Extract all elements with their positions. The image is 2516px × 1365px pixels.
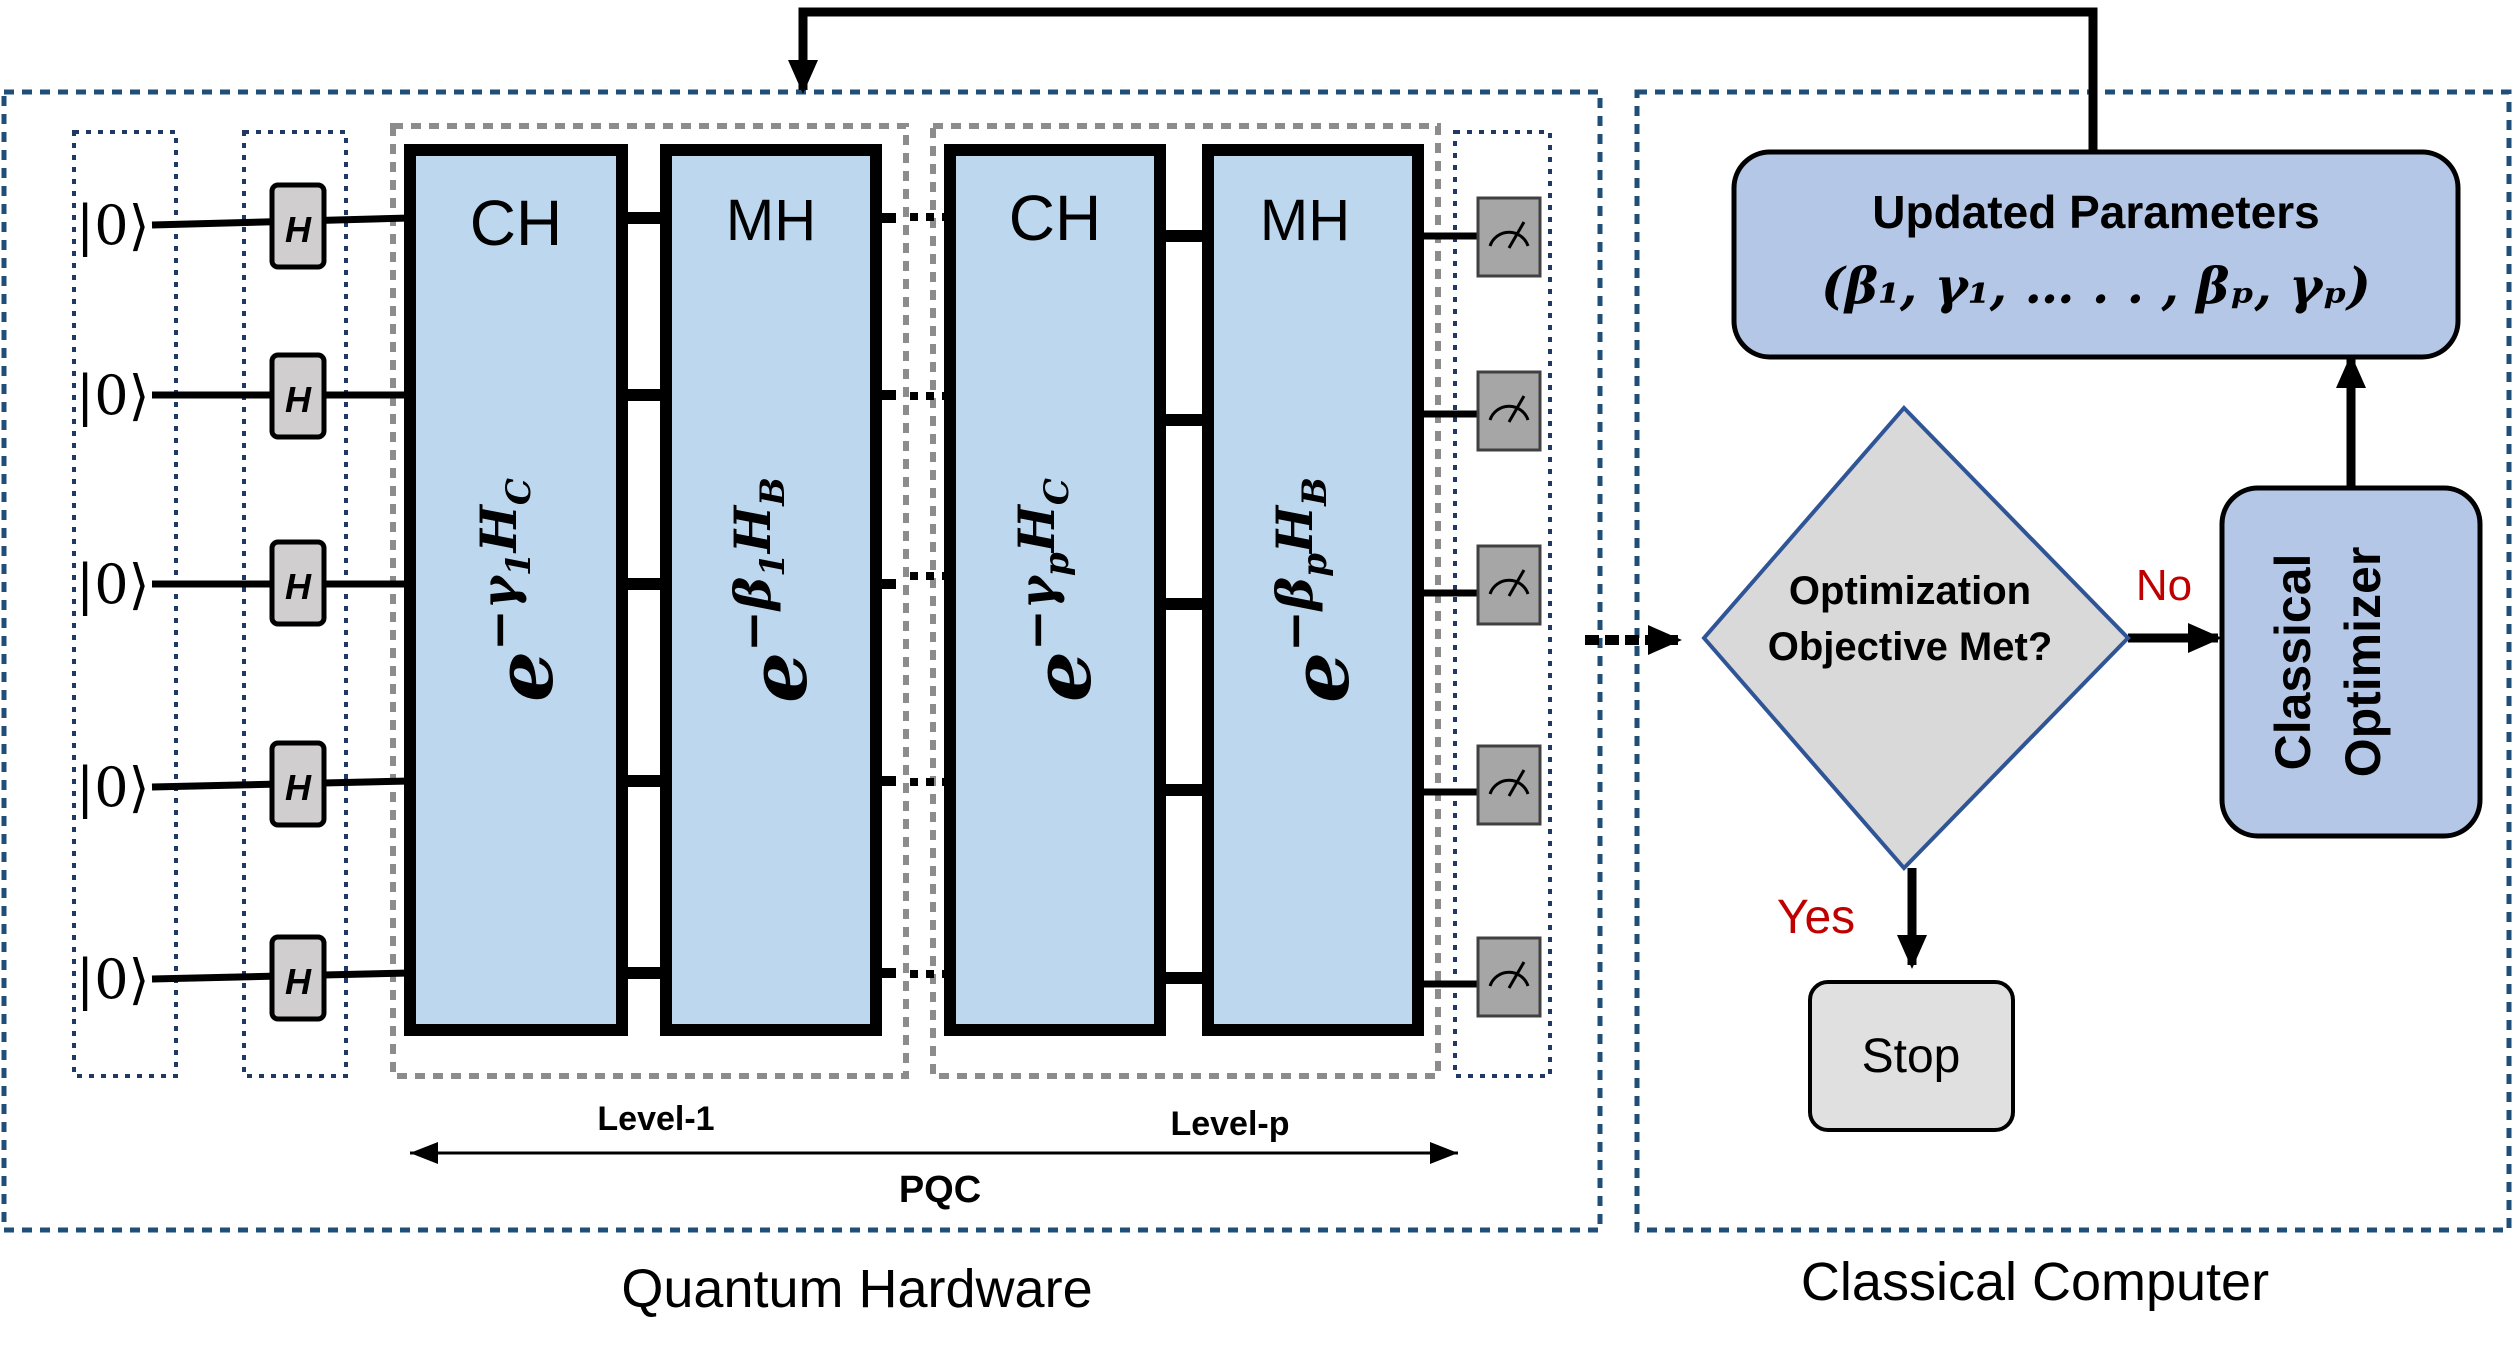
ket-2: |0⟩ bbox=[76, 553, 150, 616]
level-1-label: Level-1 bbox=[597, 1100, 714, 1138]
meter-icon bbox=[1476, 370, 1542, 452]
classical-optimizer-box: Classical Optimizer bbox=[2219, 485, 2483, 839]
decision-line-1: Optimization bbox=[1789, 569, 2031, 613]
ket-labels: |0⟩ |0⟩ |0⟩ |0⟩ |0⟩ bbox=[76, 194, 150, 1011]
feedback-arrow bbox=[788, 7, 2098, 150]
svg-text:H: H bbox=[285, 566, 312, 607]
updated-parameters-box: Updated Parameters (β₁, γ₁, … . . , βₚ, … bbox=[1731, 149, 2461, 360]
measurement-column-frame bbox=[1453, 130, 1552, 1078]
hadamard-gate: H bbox=[269, 934, 327, 1022]
block-mh-1: MH e−β1HB bbox=[660, 144, 882, 1036]
hadamard-gate: H bbox=[269, 740, 327, 828]
wires-ch1-mh1 bbox=[622, 212, 666, 979]
optimizer-line-1: Classical bbox=[2265, 554, 2321, 771]
svg-text:H: H bbox=[285, 379, 312, 420]
no-label: No bbox=[2136, 561, 2192, 610]
decision-line-2: Objective Met? bbox=[1768, 625, 2053, 669]
meter-icon bbox=[1476, 936, 1542, 1018]
classical-computer-label: Classical Computer bbox=[1801, 1252, 2269, 1312]
formula-ch-p: e−γpHC bbox=[1007, 478, 1109, 702]
formula-ch-1: e−γ1HC bbox=[469, 478, 571, 702]
svg-text:MH: MH bbox=[1260, 188, 1350, 253]
svg-text:MH: MH bbox=[726, 188, 816, 253]
decision-diamond: Optimization Objective Met? bbox=[1701, 405, 2131, 871]
formula-mh-1: e−β1HB bbox=[723, 477, 825, 703]
block-mh-p: MH e−βpHB bbox=[1202, 144, 1424, 1036]
block-ch-p: CH e−γpHC bbox=[944, 144, 1166, 1036]
meter-icon bbox=[1476, 196, 1542, 278]
ket-1: |0⟩ bbox=[76, 364, 150, 427]
optimizer-line-2: Optimizer bbox=[2335, 547, 2391, 778]
hadamard-gate: H bbox=[269, 539, 327, 627]
formula-mh-p: e−βpHB bbox=[1265, 477, 1367, 703]
svg-text:CH: CH bbox=[470, 187, 562, 259]
hadamard-gate: H bbox=[269, 352, 327, 440]
svg-text:H: H bbox=[285, 767, 312, 808]
updated-parameters-title: Updated Parameters bbox=[1872, 186, 2319, 238]
stop-box: Stop bbox=[1808, 980, 2015, 1132]
svg-text:H: H bbox=[285, 209, 312, 250]
block-ch-1: CH e−γ1HC bbox=[404, 144, 628, 1036]
hadamard-gates: H H H H H bbox=[269, 182, 327, 1022]
meter-icon bbox=[1476, 744, 1542, 826]
level-p-frame bbox=[930, 123, 1441, 1079]
svg-text:H: H bbox=[285, 961, 312, 1002]
wires-to-meters bbox=[1418, 232, 1478, 988]
level-p-label: Level-p bbox=[1170, 1105, 1289, 1143]
ket-3: |0⟩ bbox=[76, 756, 150, 819]
wires-chp-mhp bbox=[1160, 230, 1208, 984]
meter-icon bbox=[1476, 544, 1542, 626]
ket-column-frame bbox=[72, 130, 178, 1078]
ket-0: |0⟩ bbox=[76, 194, 150, 257]
level-1-frame bbox=[390, 123, 909, 1079]
measurement-meters bbox=[1476, 196, 1542, 1018]
yes-label: Yes bbox=[1777, 891, 1855, 944]
pqc-label: PQC bbox=[899, 1169, 981, 1211]
hadamard-column-frame bbox=[242, 130, 348, 1078]
updated-parameters-formula: (β₁, γ₁, … . . , βₚ, γₚ) bbox=[1821, 256, 2371, 315]
hadamard-gate: H bbox=[269, 182, 327, 270]
ket-4: |0⟩ bbox=[76, 948, 150, 1011]
quantum-hardware-label: Quantum Hardware bbox=[621, 1259, 1092, 1319]
stop-label: Stop bbox=[1862, 1030, 1961, 1083]
classical-computer-frame bbox=[1634, 89, 2512, 1233]
svg-text:CH: CH bbox=[1009, 182, 1101, 254]
